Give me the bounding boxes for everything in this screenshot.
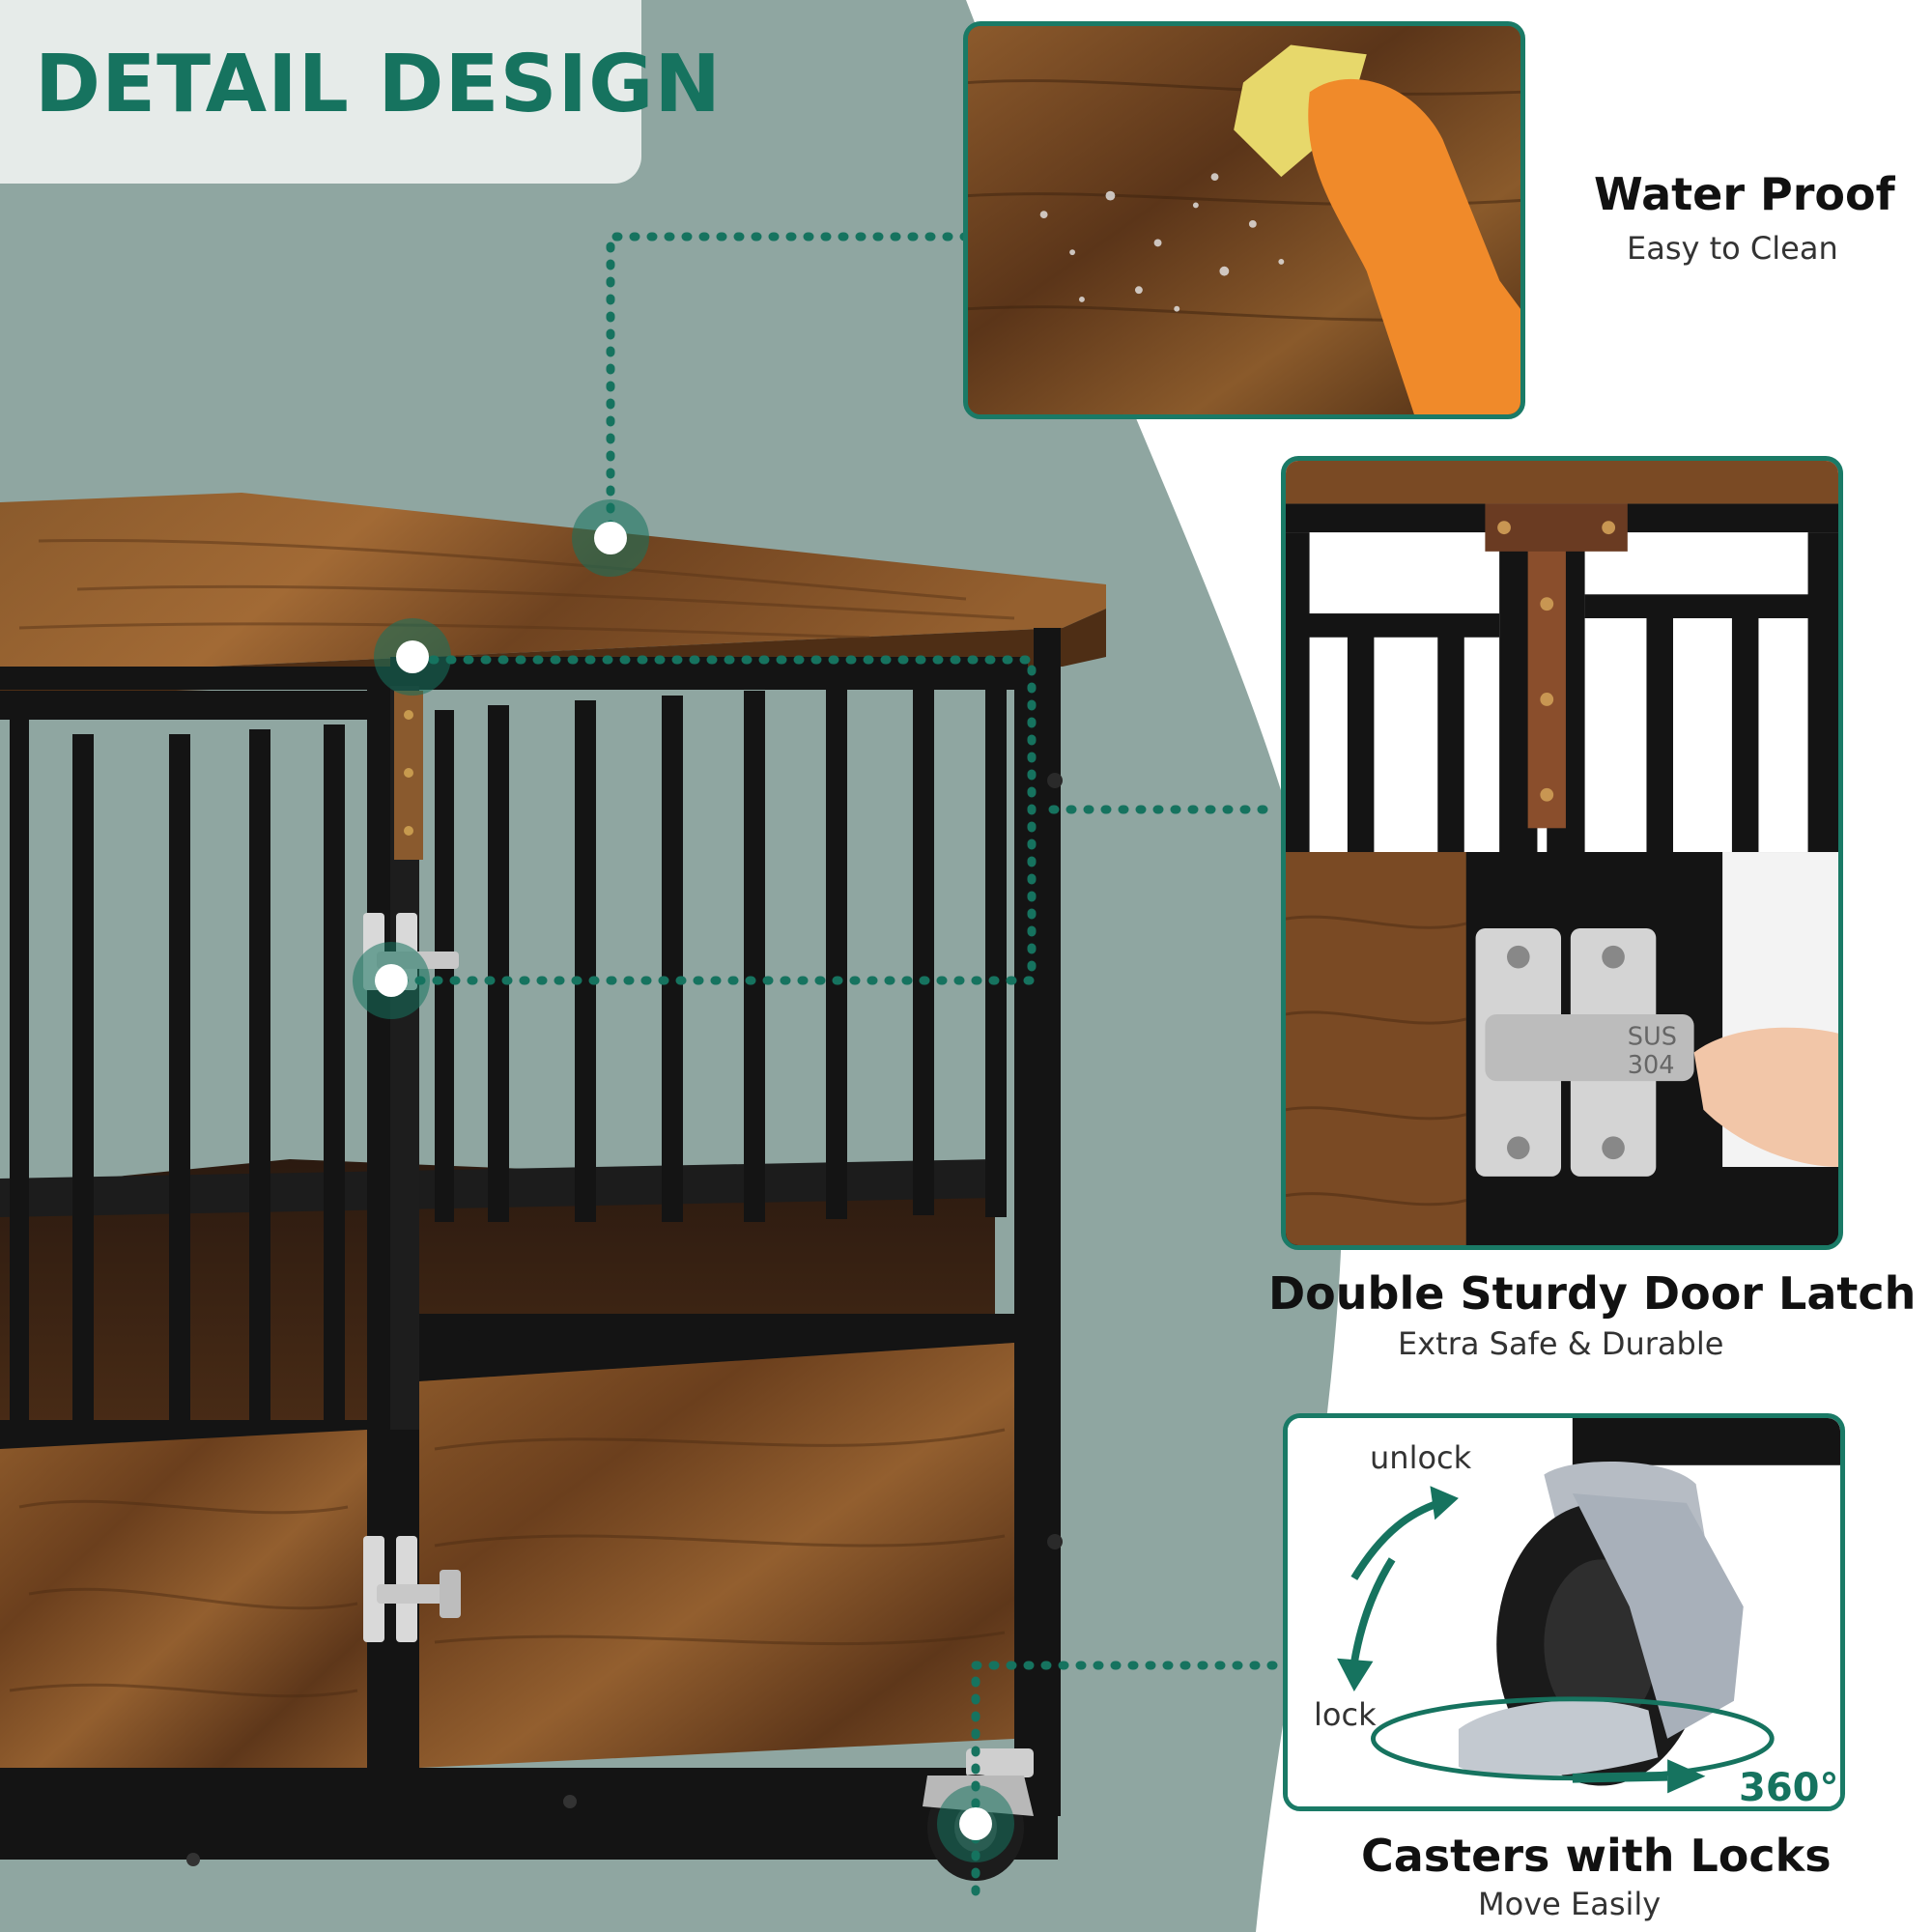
latch-stamp-line1: SUS [1628, 1022, 1677, 1051]
door-latch-title: Double Sturdy Door Latch [1268, 1267, 1917, 1320]
water-proof-subtitle: Easy to Clean [1627, 230, 1838, 267]
page-title: DETAIL DESIGN [35, 39, 723, 130]
water-proof-photo [963, 21, 1525, 419]
caster-subtitle: Move Easily [1478, 1886, 1662, 1922]
caster-title: Casters with Locks [1361, 1830, 1832, 1882]
lock-label: lock [1314, 1696, 1377, 1733]
latch-stamp-line2: 304 [1628, 1051, 1675, 1080]
header-tab: DETAIL DESIGN [0, 0, 721, 184]
unlock-arrow-icon [1350, 1486, 1459, 1580]
water-proof-title: Water Proof [1594, 168, 1895, 220]
lock-arrow-icon [1337, 1557, 1396, 1691]
caster-photo [1283, 1413, 1845, 1811]
door-latch-photo: SUS 304 [1281, 456, 1843, 1250]
rotation-arrow-icon [1572, 1771, 1668, 1783]
rotation-degree-label: 360° [1739, 1766, 1839, 1810]
door-latch-subtitle: Extra Safe & Durable [1398, 1325, 1724, 1362]
unlock-label: unlock [1370, 1439, 1472, 1476]
